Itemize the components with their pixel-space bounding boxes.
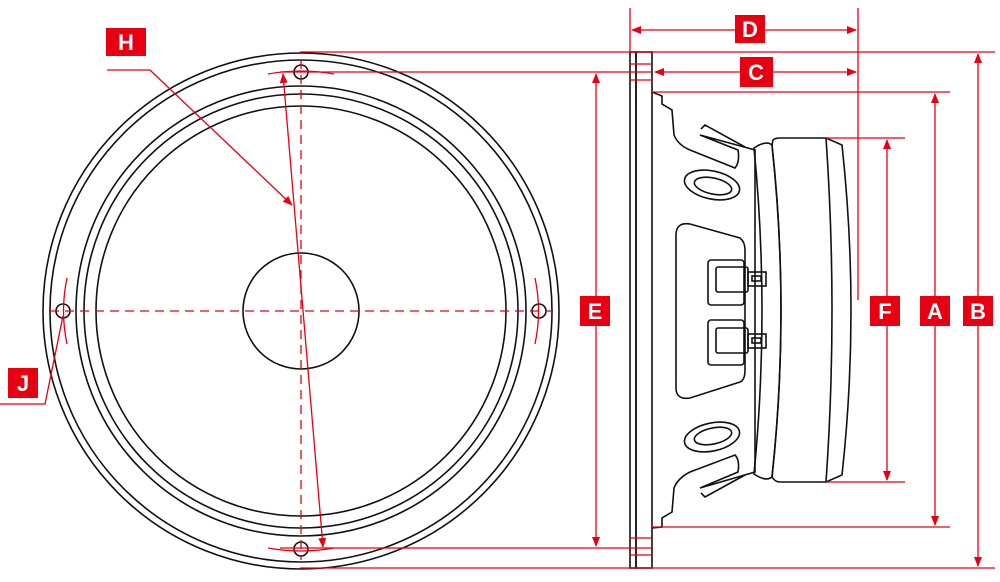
label-h: H [106,28,146,56]
dimension-h-line [279,73,327,548]
svg-text:A: A [927,299,943,324]
leader-h [107,69,293,206]
svg-text:D: D [742,17,758,42]
label-f: F [870,296,900,326]
basket [651,91,756,529]
label-e: E [580,296,610,326]
label-b: B [963,296,993,326]
vent-top [683,169,741,201]
back-plate [825,137,852,483]
label-d: D [735,15,765,43]
dimension-lines [280,8,995,569]
magnet [771,137,833,483]
front-view [0,52,560,570]
flange [635,51,653,569]
outer-frame [42,52,560,570]
label-a: A [920,296,950,326]
leader-j [0,315,64,405]
terminal-window [675,222,746,400]
vent-bottom [683,421,741,453]
svg-text:C: C [748,60,764,85]
terminals [707,259,767,366]
svg-text:B: B [970,299,986,324]
label-c: C [740,57,773,87]
svg-text:J: J [17,371,29,396]
svg-text:H: H [118,30,134,55]
flange-gasket [629,51,637,569]
label-j: J [8,368,38,398]
svg-text:E: E [588,299,603,324]
svg-text:F: F [878,299,891,324]
side-view [629,51,852,569]
